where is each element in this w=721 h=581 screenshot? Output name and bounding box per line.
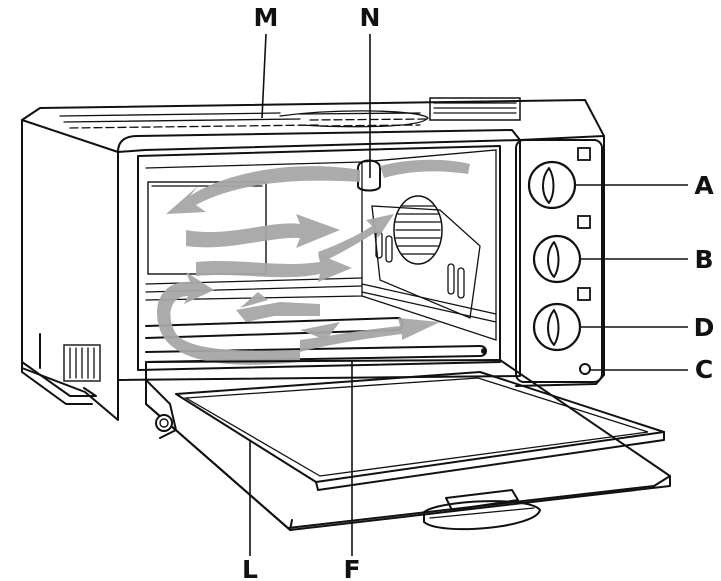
callout-c: C: [695, 355, 713, 384]
indicator-light-b: [577, 215, 591, 229]
callout-l: L: [242, 555, 258, 581]
function-knob[interactable]: [532, 234, 582, 284]
control-panel: [515, 139, 603, 383]
side-vent: [21, 333, 101, 405]
callout-m: M: [254, 3, 279, 32]
callout-b: B: [694, 245, 713, 274]
timer-knob[interactable]: [532, 302, 582, 352]
indicator-light-a: [577, 147, 591, 161]
top-vents: [59, 97, 521, 129]
temperature-knob[interactable]: [527, 160, 577, 210]
indicator-light-d: [577, 287, 591, 301]
callout-n: N: [360, 3, 381, 32]
baking-tray[interactable]: [175, 371, 665, 491]
callout-f: F: [343, 555, 360, 581]
airflow-arrows: [156, 159, 470, 365]
oven-door[interactable]: [145, 359, 671, 531]
callout-d: D: [694, 313, 715, 342]
power-indicator-light: [579, 363, 591, 375]
leader-line-m: [261, 33, 267, 119]
callout-a: A: [694, 171, 714, 200]
door-handle[interactable]: [423, 489, 541, 531]
